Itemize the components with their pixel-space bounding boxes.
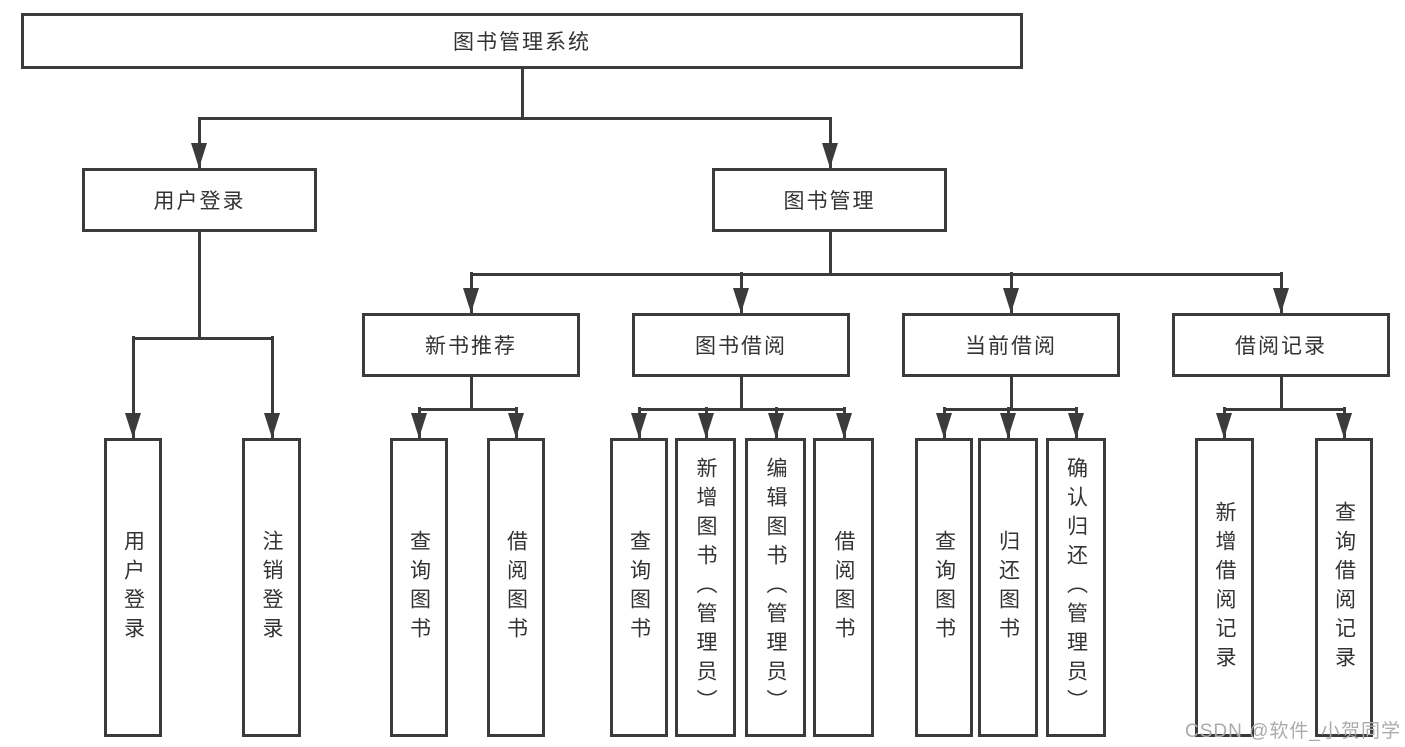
- connector-line: [739, 377, 743, 409]
- node-borrowing-records-label: 借阅记录: [1235, 335, 1327, 358]
- leaf-user-login: 用户登录: [104, 438, 162, 737]
- arrowhead-down-icon: [191, 143, 207, 168]
- leaf-query-books-borrowing-label: 查询图书: [627, 529, 651, 646]
- arrowhead-down-icon: [125, 413, 141, 438]
- leaf-query-books-recommend: 查询图书: [390, 438, 448, 737]
- arrowhead-down-icon: [508, 413, 524, 438]
- node-new-book-recommend: 新书推荐: [362, 313, 580, 377]
- connector-line: [270, 336, 274, 438]
- leaf-user-login-label: 用户登录: [121, 529, 145, 646]
- connector-line: [197, 116, 832, 120]
- node-book-borrowing: 图书借阅: [632, 313, 850, 377]
- arrowhead-down-icon: [698, 413, 714, 438]
- leaf-query-books-current-label: 查询图书: [932, 529, 956, 646]
- leaf-add-borrow-record: 新增借阅记录: [1195, 438, 1254, 737]
- leaf-query-books-borrowing: 查询图书: [610, 438, 668, 737]
- arrowhead-down-icon: [936, 413, 952, 438]
- leaf-borrow-books-borrowing: 借阅图书: [813, 438, 874, 737]
- connector-line: [828, 117, 832, 168]
- leaf-borrow-books-recommend: 借阅图书: [487, 438, 545, 737]
- arrowhead-down-icon: [836, 413, 852, 438]
- connector-line: [469, 272, 1283, 276]
- arrowhead-down-icon: [1273, 288, 1289, 313]
- leaf-return-book-label: 归还图书: [996, 529, 1020, 646]
- connector-line: [1279, 377, 1283, 409]
- connector-line: [197, 232, 201, 338]
- connector-line: [131, 336, 274, 340]
- arrowhead-down-icon: [1000, 413, 1016, 438]
- node-user-login: 用户登录: [82, 168, 317, 232]
- leaf-query-books-recommend-label: 查询图书: [407, 529, 431, 646]
- leaf-borrow-books-recommend-label: 借阅图书: [504, 529, 528, 646]
- leaf-query-borrow-record-label: 查询借阅记录: [1332, 500, 1356, 675]
- arrowhead-down-icon: [631, 413, 647, 438]
- leaf-return-book: 归还图书: [978, 438, 1038, 737]
- node-new-book-recommend-label: 新书推荐: [425, 335, 517, 358]
- node-book-borrowing-label: 图书借阅: [695, 335, 787, 358]
- leaf-query-borrow-record: 查询借阅记录: [1315, 438, 1373, 737]
- arrowhead-down-icon: [1003, 288, 1019, 313]
- node-root-label: 图书管理系统: [453, 31, 591, 54]
- leaf-add-borrow-record-label: 新增借阅记录: [1213, 500, 1236, 675]
- arrowhead-down-icon: [1336, 413, 1352, 438]
- arrowhead-down-icon: [1216, 413, 1232, 438]
- node-book-management-label: 图书管理: [783, 190, 876, 213]
- arrowhead-down-icon: [411, 413, 427, 438]
- leaf-confirm-return-admin-label: 确认归还（管理员）: [1064, 457, 1088, 718]
- arrowhead-down-icon: [463, 288, 479, 313]
- leaf-edit-book-admin: 编辑图书（管理员）: [745, 438, 806, 737]
- connector-line: [637, 407, 846, 411]
- connector-line: [197, 117, 201, 168]
- node-borrowing-records: 借阅记录: [1172, 313, 1390, 377]
- node-user-login-label: 用户登录: [153, 190, 246, 213]
- leaf-add-book-admin: 新增图书（管理员）: [675, 438, 736, 737]
- node-root-system: 图书管理系统: [21, 13, 1023, 69]
- leaf-confirm-return-admin: 确认归还（管理员）: [1046, 438, 1106, 737]
- arrowhead-down-icon: [733, 288, 749, 313]
- leaf-query-books-current: 查询图书: [915, 438, 973, 737]
- connector-line: [942, 407, 1078, 411]
- arrowhead-down-icon: [264, 413, 280, 438]
- leaf-edit-book-admin-label: 编辑图书（管理员）: [764, 457, 787, 718]
- arrowhead-down-icon: [1068, 413, 1084, 438]
- node-book-management: 图书管理: [712, 168, 947, 232]
- leaf-logout: 注销登录: [242, 438, 301, 737]
- node-current-borrowing-label: 当前借阅: [965, 335, 1057, 358]
- node-current-borrowing: 当前借阅: [902, 313, 1120, 377]
- connector-line: [1009, 377, 1013, 409]
- watermark: CSDN @软件_小贺同学: [1185, 721, 1401, 742]
- leaf-borrow-books-borrowing-label: 借阅图书: [832, 529, 855, 646]
- connector-line: [131, 336, 135, 438]
- connector-line: [1222, 407, 1346, 411]
- arrowhead-down-icon: [768, 413, 784, 438]
- connector-line: [520, 69, 524, 118]
- connector-line: [469, 377, 473, 409]
- connector-line: [828, 232, 832, 274]
- leaf-add-book-admin-label: 新增图书（管理员）: [694, 457, 717, 718]
- leaf-logout-label: 注销登录: [260, 529, 283, 646]
- connector-line: [417, 407, 518, 411]
- arrowhead-down-icon: [822, 143, 838, 168]
